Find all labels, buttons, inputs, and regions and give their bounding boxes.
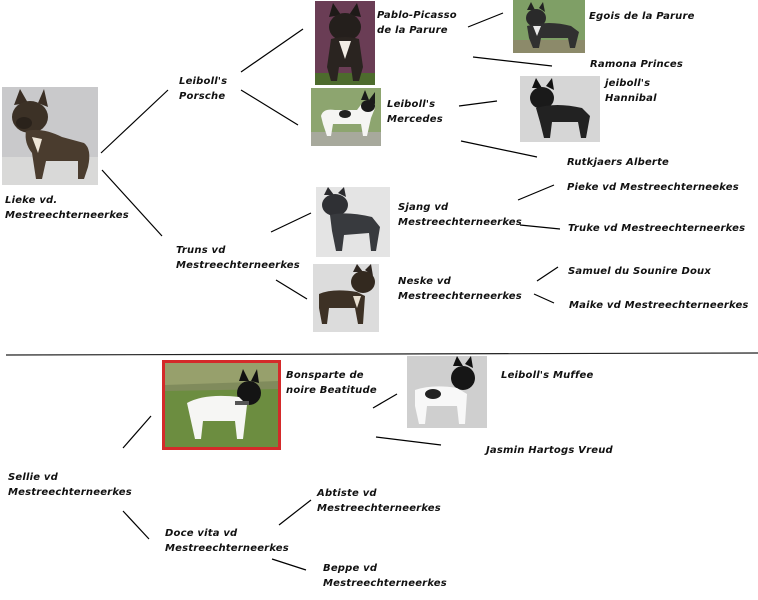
photo-hannibal: [520, 76, 600, 142]
link-sire-dam: [240, 89, 299, 126]
label-jasmin: Jasmin Hartogs Vreud: [486, 445, 613, 456]
section-divider: [5, 352, 758, 356]
label-truke: Truke vd Mestreechterneerkes: [568, 223, 746, 234]
link-b-root-sire: [122, 415, 152, 449]
link-ggp-6: [519, 224, 561, 230]
dog-image: [315, 1, 375, 85]
photo-mercedes: [311, 88, 381, 146]
link-ggp-8: [533, 293, 555, 304]
link-dam-dam: [275, 279, 308, 300]
link-b-sire-sire: [372, 393, 398, 409]
label-muffee: Leiboll's Muffee: [501, 370, 594, 381]
dog-image: [2, 87, 98, 185]
dog-image: [311, 88, 381, 146]
link-sire-sire: [240, 28, 304, 73]
link-b-sire-dam: [375, 436, 442, 446]
photo-lieke: [2, 87, 98, 185]
link-ggp-4: [460, 140, 538, 158]
link-ggp-3: [458, 100, 498, 107]
label-rutkjaers: Rutkjaers Alberte: [567, 157, 670, 168]
link-root-dam: [101, 169, 163, 237]
link-ggp-7: [536, 266, 559, 282]
photo-muffee: [407, 356, 487, 428]
dog-image: [407, 356, 487, 428]
link-b-dam-sire: [278, 499, 312, 526]
link-b-dam-dam: [271, 558, 307, 571]
photo-neske: [313, 264, 379, 332]
photo-sjang: [316, 187, 390, 257]
label-lieke: Lieke vd.Mestreechterneerkes: [5, 195, 129, 221]
label-samuel: Samuel du Sounire Doux: [568, 266, 712, 277]
photo-pablo-picasso: [315, 1, 375, 85]
label-maike: Maike vd Mestreechterneerkes: [569, 300, 749, 311]
photo-egois: [513, 0, 585, 53]
link-root-sire: [100, 89, 169, 154]
link-ggp-2: [472, 56, 553, 67]
dog-image: [520, 76, 600, 142]
link-b-root-dam: [122, 510, 150, 540]
dog-image: [165, 363, 278, 447]
dog-image: [513, 0, 585, 53]
dog-image: [313, 264, 379, 332]
label-ramona: Ramona Princes: [590, 59, 684, 70]
link-ggp-5: [517, 184, 555, 201]
photo-bonsparte: [162, 360, 281, 450]
link-ggp-1: [467, 12, 504, 28]
label-egois: Egois de la Parure: [589, 11, 695, 22]
dog-image: [316, 187, 390, 257]
link-dam-sire: [270, 212, 312, 233]
label-pieke: Pieke vd Mestreechterneekes: [567, 182, 739, 193]
